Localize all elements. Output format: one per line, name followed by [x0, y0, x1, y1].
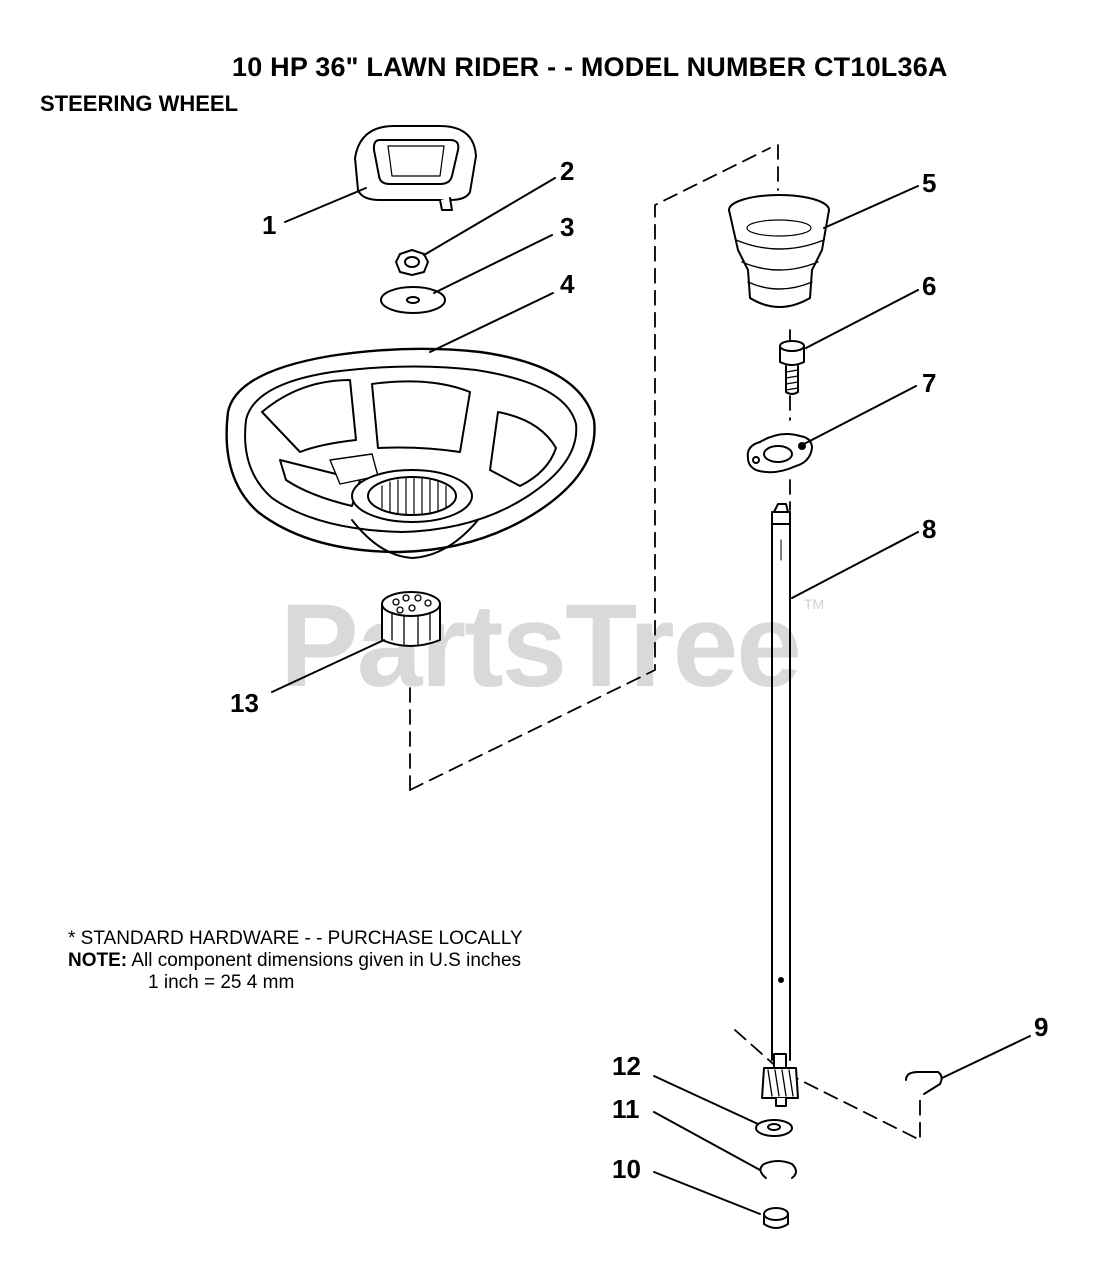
callout-4: 4 — [560, 269, 575, 299]
callout-12: 12 — [612, 1051, 641, 1081]
assembly-dashed-lines — [409, 144, 921, 1141]
washer-part — [380, 286, 446, 314]
bolt-part — [779, 340, 805, 395]
callout-8: 8 — [922, 514, 937, 544]
note-label: NOTE: — [68, 950, 128, 971]
callout-7: 7 — [922, 368, 937, 398]
flange-bearing-part — [746, 433, 813, 474]
callout-10: 10 — [612, 1154, 641, 1184]
callout-1: 1 — [262, 210, 277, 240]
steering-shaft-part — [771, 503, 791, 1061]
steering-wheel-part — [225, 347, 596, 559]
hardware-note: * STANDARD HARDWARE - - PURCHASE LOCALLY — [68, 928, 523, 949]
watermark-tm: TM — [804, 596, 825, 612]
snap-ring-part — [759, 1160, 797, 1179]
cap-nut-part — [763, 1207, 789, 1229]
callout-6: 6 — [922, 271, 937, 301]
bracket-part — [905, 1071, 943, 1095]
boot-part — [728, 194, 830, 308]
callout-13: 13 — [230, 688, 259, 718]
note-text: All component dimensions given in U.S in… — [131, 950, 522, 971]
callout-2: 2 — [560, 156, 575, 186]
callout-5: 5 — [922, 168, 937, 198]
diagram-title: 10 HP 36" LAWN RIDER - - MODEL NUMBER CT… — [232, 52, 948, 82]
section-title: STEERING WHEEL — [40, 91, 239, 116]
washer-12-part — [755, 1119, 793, 1137]
dimension-note: NOTE: All component dimensions given in … — [68, 950, 521, 972]
leader-lines — [271, 177, 1031, 1215]
spline-adapter-part — [381, 591, 441, 647]
conversion-note: 1 inch = 25 4 mm — [148, 972, 295, 993]
callout-3: 3 — [560, 212, 575, 242]
nut-part — [395, 249, 429, 276]
pinion-gear-part — [761, 1053, 799, 1107]
callout-11: 11 — [612, 1094, 640, 1124]
watermark: PartsTree — [280, 580, 802, 712]
horn-cap-part — [354, 125, 477, 211]
callout-9: 9 — [1034, 1012, 1049, 1042]
